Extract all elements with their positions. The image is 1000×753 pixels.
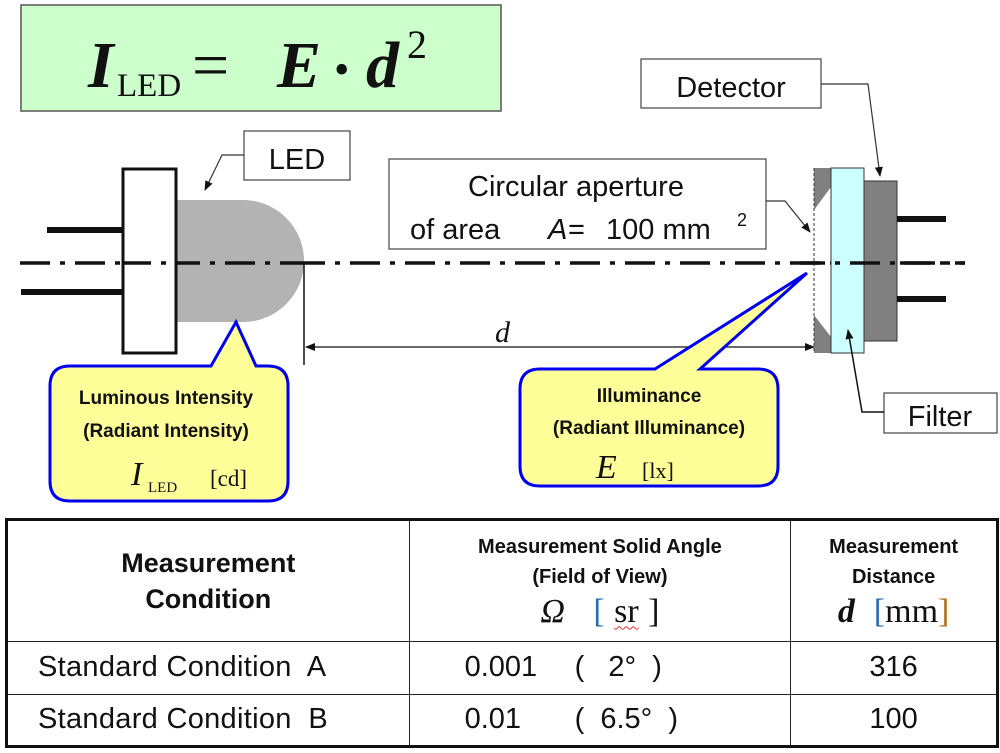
table-header-row: Measurement Condition Measurement Solid … — [6, 518, 998, 643]
aperture-label-prefix: of area — [410, 214, 501, 246]
omega-symbol: Ω — [540, 592, 565, 630]
led-body — [177, 200, 304, 322]
detector-body — [863, 180, 898, 342]
led-label-text: LED — [269, 144, 325, 176]
formula-E: E — [276, 29, 321, 102]
formula-dot: • — [334, 45, 349, 94]
formula-lhs-symbol: I — [87, 29, 116, 102]
intensity-callout-line1: Luminous Intensity — [79, 388, 254, 409]
field-of-view-value: ( 6.5° ) — [574, 703, 679, 736]
header-condition-line2: Condition — [145, 584, 272, 615]
led-measurement-diagram: I LED = E • d 2 LED d Circular aperture … — [20, 4, 998, 503]
header-distance-line2: Distance — [851, 565, 936, 588]
condition-cell: Standard Condition B — [6, 693, 410, 748]
formula-equals: = — [192, 29, 229, 102]
measurement-conditions-table: Measurement Condition Measurement Solid … — [5, 518, 999, 748]
distance-symbol-header: d — [837, 592, 855, 630]
formula-lhs-subscript: LED — [117, 68, 181, 104]
formula-d: d — [366, 29, 400, 102]
illuminance-callout-line2: (Radiant Illuminance) — [553, 418, 745, 439]
led-label-leader — [204, 154, 244, 191]
aperture-label-leader — [766, 200, 811, 233]
aperture-label: Circular aperture of area A = 100 mm 2 — [388, 158, 767, 250]
table-row: Standard Condition A 0.001 ( 2° ) 316 — [6, 641, 998, 695]
formula-box: I LED = E • d 2 — [20, 4, 502, 112]
unit-bracket-close: ] — [648, 592, 660, 630]
detector-label-text: Detector — [676, 72, 786, 104]
aperture-label-line1: Circular aperture — [468, 171, 684, 203]
detector-leads — [897, 216, 946, 302]
aperture-area-symbol: A — [546, 214, 567, 246]
distance-cell: 100 — [790, 693, 998, 748]
led-label: LED — [243, 130, 351, 181]
unit-bracket-close: ] — [938, 592, 950, 630]
condition-cell: Standard Condition A — [6, 641, 410, 695]
intensity-callout-unit: [cd] — [210, 466, 247, 491]
detector-label-leader — [821, 83, 883, 177]
filter-label: Filter — [883, 392, 998, 434]
illuminance-callout-line1: Illuminance — [597, 386, 702, 407]
formula-exponent: 2 — [407, 22, 427, 67]
intensity-callout-subscript: LED — [148, 480, 177, 496]
filter-element — [830, 167, 865, 354]
aperture-area-value: 100 mm — [606, 214, 711, 246]
solid-angle-cell: 0.001 ( 2° ) — [408, 641, 792, 695]
header-solid-angle: Measurement Solid Angle (Field of View) … — [408, 518, 792, 643]
illuminance-callout: Illuminance (Radiant Illuminance) E [lx] — [518, 271, 809, 488]
unit-bracket-open: [ — [593, 592, 605, 630]
aperture-equals: = — [568, 214, 585, 246]
detector-label: Detector — [640, 58, 822, 109]
distance-symbol: d — [495, 316, 511, 349]
header-solid-angle-line1: Measurement Solid Angle — [478, 535, 722, 558]
distance-unit: mm — [885, 592, 939, 630]
header-distance-line1: Measurement — [829, 535, 959, 558]
aperture-plate — [813, 168, 831, 353]
filter-label-leader — [845, 329, 884, 413]
intensity-callout-line2: (Radiant Intensity) — [83, 421, 249, 442]
solid-angle-value: 0.001 — [464, 651, 538, 684]
unit-bracket-open: [ — [873, 592, 886, 630]
distance-cell: 316 — [790, 641, 998, 695]
filter-label-text: Filter — [908, 401, 973, 433]
aperture-area-exponent: 2 — [737, 210, 747, 230]
field-of-view-value: ( 2° ) — [574, 651, 662, 684]
led-flange — [121, 167, 178, 355]
header-solid-angle-symbol-row: Ω [ sr ] — [410, 592, 791, 631]
header-distance: Measurement Distance d [mm] — [790, 518, 998, 643]
illuminance-callout-symbol: E — [595, 449, 617, 486]
header-measurement-condition: Measurement Condition — [6, 518, 410, 643]
header-distance-symbol-row: d [mm] — [791, 592, 996, 631]
solid-angle-value: 0.01 — [464, 703, 522, 736]
table-row: Standard Condition B 0.01 ( 6.5° ) 100 — [6, 693, 998, 748]
led-leads — [21, 227, 124, 295]
header-condition-line1: Measurement — [121, 548, 296, 579]
header-solid-angle-line2: (Field of View) — [532, 565, 668, 588]
intensity-callout-symbol: I — [130, 456, 144, 493]
solid-angle-cell: 0.01 ( 6.5° ) — [408, 693, 792, 748]
intensity-callout: Luminous Intensity (Radiant Intensity) I… — [48, 318, 290, 503]
illuminance-callout-unit: [lx] — [642, 458, 674, 483]
solid-angle-unit: sr — [614, 592, 639, 630]
